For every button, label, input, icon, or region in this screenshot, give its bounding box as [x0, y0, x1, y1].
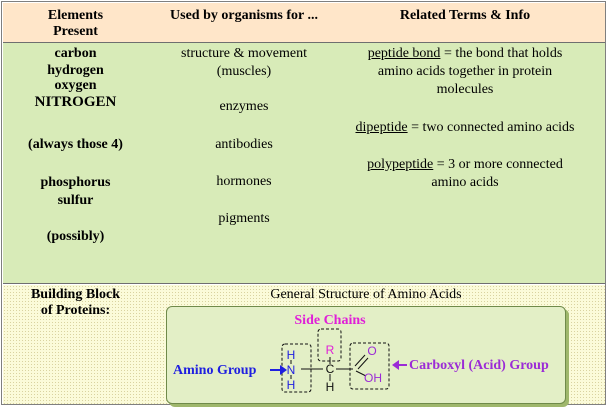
atom-h: H	[287, 378, 296, 392]
amino-arrow-head	[280, 365, 287, 375]
term-definition: amino acids together in protein	[377, 64, 553, 79]
element-item: (always those 4)	[28, 137, 123, 152]
header-terms: Related Terms & Info	[399, 8, 531, 23]
use-item: hormones	[216, 174, 272, 189]
building-block-label: Building Block of Proteins:	[3, 287, 148, 319]
term-dipeptide: dipeptide = two connected amino acids	[340, 119, 590, 137]
header-elements-line2: Present	[53, 24, 98, 39]
use-item: pigments	[218, 211, 270, 226]
element-item: (possibly)	[46, 229, 105, 244]
double-bond	[354, 354, 366, 367]
side-chains-label: Side Chains	[294, 313, 366, 328]
atom-h: H	[326, 380, 335, 394]
atom-n: N	[287, 363, 296, 377]
term-definition: amino acids	[431, 175, 499, 190]
building-block-line1: Building Block	[30, 287, 121, 302]
term-polypeptide: polypeptide = 3 or more connected amino …	[340, 156, 590, 192]
carboxyl-group-label: Carboxyl (Acid) Group	[409, 358, 549, 373]
carboxyl-arrow-head	[392, 360, 399, 370]
element-item: phosphorus	[40, 175, 111, 190]
element-item: oxygen	[54, 78, 97, 93]
element-item: carbon	[54, 46, 97, 61]
term-definition: = two connected amino acids	[407, 120, 575, 135]
double-bond	[357, 357, 369, 370]
amino-group-label: Amino Group	[173, 363, 257, 378]
use-item: enzymes	[219, 99, 269, 114]
term-peptide-bond: peptide bond = the bond that holds amino…	[340, 45, 590, 99]
term-name: dipeptide	[355, 120, 408, 135]
amino-acid-structure-box	[166, 306, 566, 404]
structure-title: General Structure of Amino Acids	[270, 287, 462, 302]
atom-oh: OH	[364, 371, 382, 385]
atom-c: C	[326, 362, 335, 376]
element-item: sulfur	[57, 193, 94, 208]
term-definition: = 3 or more connected	[433, 157, 563, 172]
element-item: NITROGEN	[34, 94, 117, 110]
bond	[355, 370, 367, 377]
term-definition: molecules	[436, 82, 494, 97]
building-block-line2: of Proteins:	[40, 303, 111, 318]
header-uses: Used by organisms for ...	[170, 8, 318, 23]
term-name: polypeptide	[367, 157, 434, 172]
term-definition: = the bond that holds	[440, 46, 563, 61]
atom-r: R	[326, 343, 335, 357]
use-structure: structure & movement (muscles)	[148, 45, 340, 81]
elements-optional: phosphorus sulfur	[3, 174, 148, 210]
elements-list: carbon hydrogen oxygen NITROGEN	[3, 45, 148, 111]
header-elements: Elements Present	[3, 8, 148, 40]
header-elements-line1: Elements	[47, 8, 104, 23]
carboxyl-group-box	[349, 342, 390, 390]
table-header: Elements Present Used by organisms for .…	[3, 3, 605, 43]
element-item: hydrogen	[47, 63, 104, 78]
atom-o: O	[367, 344, 376, 358]
atom-h: H	[287, 348, 296, 362]
term-name: peptide bond	[367, 46, 441, 61]
use-item: antibodies	[215, 137, 273, 152]
body-row	[3, 43, 605, 284]
use-item: structure & movement	[181, 46, 307, 61]
use-item: (muscles)	[216, 64, 272, 79]
